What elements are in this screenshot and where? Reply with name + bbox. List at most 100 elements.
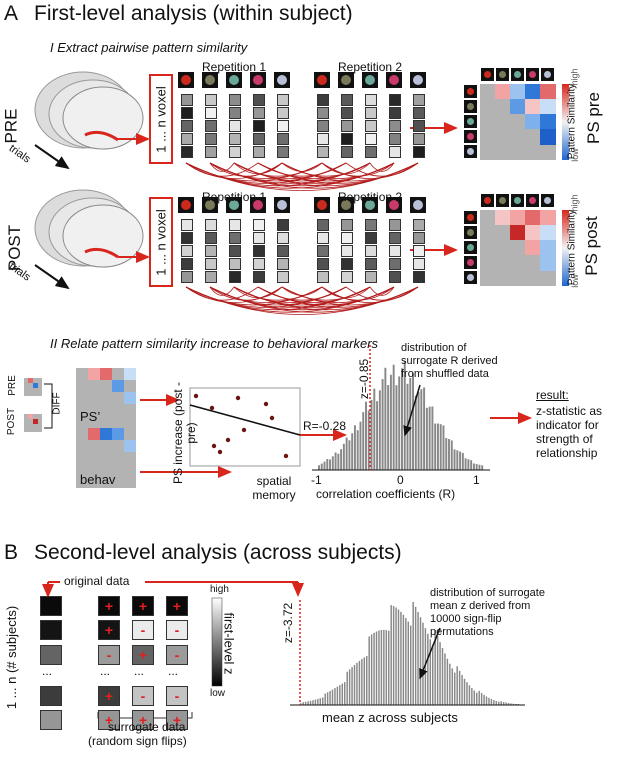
scatter-regression-line (189, 404, 301, 436)
voxel-cell (341, 245, 353, 257)
scatter-xlabel: spatial memory (252, 474, 296, 502)
hist-a-bar (398, 376, 401, 470)
similarity-arc (321, 162, 419, 179)
hist-b-bar (444, 653, 446, 705)
stimulus-image (274, 197, 290, 213)
voxel-cell (253, 133, 265, 145)
hist-b-bar (478, 690, 480, 705)
hist-b-bar (449, 663, 451, 705)
similarity-arc (281, 162, 419, 182)
voxel-cell (341, 271, 353, 283)
voxel-cell (181, 133, 193, 145)
ellipsis: ... (42, 664, 53, 678)
hist-b-bar (512, 703, 515, 705)
voxel-cell (205, 232, 217, 244)
hist-b-bar (458, 670, 461, 705)
voxel-cell (277, 146, 289, 158)
voxel-cell (341, 232, 353, 244)
hist-a-bar (340, 449, 343, 470)
hist-b-bar (351, 667, 353, 705)
voxel-cell (341, 219, 353, 231)
hist-b-bar (385, 630, 388, 705)
hist-b-bar (468, 685, 471, 705)
voxel-cell (413, 232, 425, 244)
hist-b-bar (390, 605, 392, 705)
hist-b-bar (493, 700, 495, 705)
mini-pre-label: PRE (6, 375, 18, 396)
original-data-label: original data (64, 574, 130, 588)
hist-a-bar (423, 387, 426, 470)
voxel-cell (317, 146, 329, 158)
hist-b-bar (326, 692, 329, 705)
hist-a-bar (387, 385, 390, 470)
hist-b-bar (392, 606, 395, 705)
voxel-cell (229, 219, 241, 231)
hist-a-bar (420, 389, 423, 470)
matrix-stimulus-icon (464, 85, 477, 98)
hist-b-bar (344, 682, 346, 705)
hist-b-bar (424, 628, 427, 705)
hist-a-bar (409, 377, 412, 470)
subject-z-cell (40, 710, 62, 730)
voxel-label-pre: 1 ... n voxel (153, 86, 169, 153)
hist-a-bar (481, 465, 484, 470)
matrix-stimulus-icon (511, 194, 524, 207)
hist-b-bar (407, 621, 410, 705)
hist-a-bar (475, 464, 478, 470)
hist-b-bar (395, 607, 397, 705)
hist-a-bar (448, 439, 450, 470)
hist-a-bar (442, 425, 445, 470)
hist-b-bar (480, 692, 483, 705)
hist-b-bar (388, 630, 390, 705)
z-cbar-low: low (210, 688, 226, 699)
hist-a-bar (373, 388, 376, 470)
voxel-cell (253, 219, 265, 231)
hist-a-bar (478, 464, 481, 470)
voxel-cell (317, 120, 329, 132)
repetition-2-pre: Repetition 2 (338, 60, 403, 74)
surrogate-cell: - (166, 686, 188, 706)
voxel-cell (389, 258, 401, 270)
matrix-stimulus-icon (464, 130, 477, 143)
hist-b-bar (322, 697, 324, 705)
voxel-cell (181, 107, 193, 119)
behav-matrix (76, 428, 136, 488)
voxel-cell (205, 94, 217, 106)
hist-b-annotation-arrow (419, 627, 441, 680)
hist-b-bar (502, 702, 505, 705)
surrogate-z-note: distribution of surrogate mean z derived… (430, 587, 545, 638)
hist-b-bar (302, 702, 304, 705)
voxel-cell (365, 245, 377, 257)
stimulus-image (226, 197, 242, 213)
hist-b-bar (353, 664, 356, 705)
result-title: result: (536, 388, 569, 402)
hist-b-bar (471, 688, 473, 705)
hist-a-bar (472, 463, 475, 470)
ps-pre-matrix (480, 84, 556, 160)
r-value-label: R=-0.28 (303, 419, 347, 433)
hist-b-bar (317, 698, 319, 705)
hist-b-bar (414, 606, 417, 705)
stimulus-image (386, 197, 402, 213)
voxel-cell (181, 120, 193, 132)
hist-b-bar (336, 686, 339, 705)
pre-label: PRE (1, 108, 21, 144)
stimulus-image (178, 72, 194, 88)
matrix-stimulus-icon (464, 211, 477, 224)
voxel-cell (341, 146, 353, 158)
hist-b-bar (427, 633, 429, 705)
voxel-cell (277, 245, 289, 257)
matrix-stimulus-icon (464, 271, 477, 284)
post-mini-matrix (24, 414, 42, 432)
hist-b-bar (432, 644, 434, 705)
diff-bracket (44, 383, 53, 429)
hist-b-bar (324, 693, 326, 705)
matrix-stimulus-icon (464, 115, 477, 128)
surrogate-cell: - (166, 620, 188, 640)
voxel-box-post (149, 197, 173, 287)
hist-b-bar (341, 683, 344, 705)
hist-b-bar (348, 669, 351, 705)
z-value-label-a: z=-0.85 (357, 358, 372, 400)
trials-arrow-post (34, 264, 70, 290)
first-level-z-colorbar (211, 597, 223, 687)
